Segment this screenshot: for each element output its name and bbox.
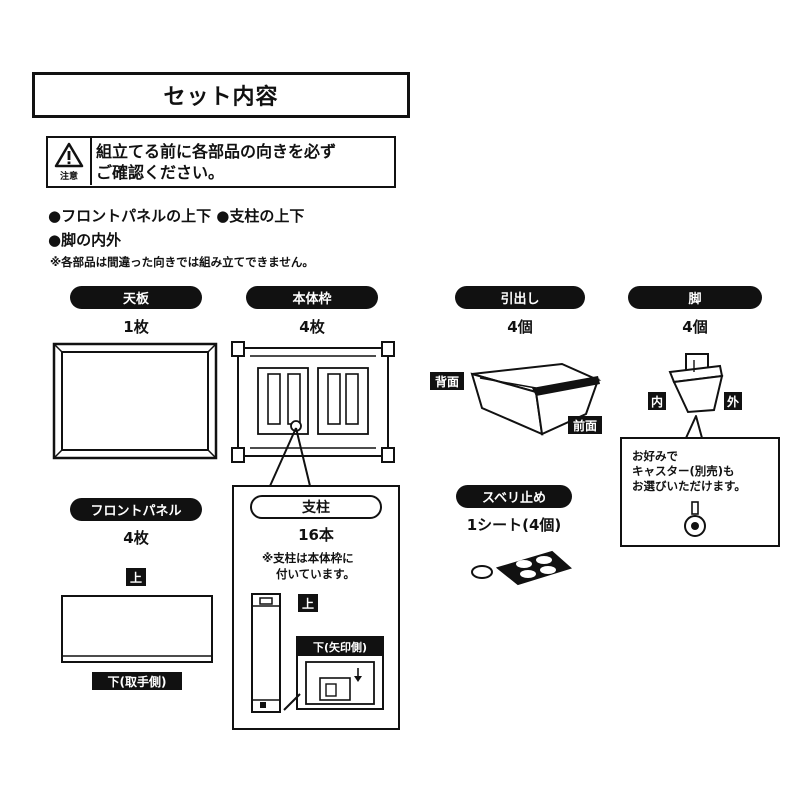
pillar-note-1: ※支柱は本体枠に	[262, 551, 354, 565]
caster-icon	[684, 501, 706, 537]
pillar-detail-connector	[283, 693, 301, 711]
leg-qty: 4個	[682, 318, 708, 336]
body-frame-qty: 4枚	[299, 318, 325, 336]
front-panel-qty: 4枚	[123, 529, 149, 547]
caster-note-text: お好みで キャスター(別売)も お選びいただけます。	[632, 449, 777, 494]
caution-line-1: 組立てる前に各部品の向きを必ず	[96, 142, 337, 161]
front-panel-bottom-tag: 下(取手側)	[92, 672, 182, 690]
leg-label: 脚	[628, 286, 762, 309]
pillar-label: 支柱	[250, 495, 382, 519]
page-title: セット内容	[32, 72, 410, 118]
bullet-line-2: ●脚の内外	[48, 231, 122, 249]
caution-box: 注意 組立てる前に各部品の向きを必ず ご確認ください。	[46, 136, 396, 188]
body-frame-illustration	[231, 341, 395, 463]
slip-stop-qty: 1シート(4個)	[466, 516, 562, 534]
caster-note-line-2: キャスター(別売)も	[632, 464, 735, 478]
caution-line-2: ご確認ください。	[96, 163, 225, 182]
leg-outer-tag: 外	[724, 392, 742, 410]
bullet-line-1: ●フロントパネルの上下 ●支柱の上下	[48, 207, 305, 225]
body-frame-label: 本体枠	[246, 286, 378, 309]
slip-stop-label: スベリ止め	[456, 485, 572, 508]
pillar-detail-illustration	[305, 661, 375, 705]
bullet-note: ※各部品は間違った向きでは組み立てできません。	[50, 255, 314, 269]
pillar-note-2: 付いています。	[276, 567, 356, 581]
drawer-label: 引出し	[455, 286, 585, 309]
warning-triangle-icon	[54, 142, 84, 167]
pillar-illustration	[251, 593, 281, 713]
drawer-back-tag: 背面	[430, 372, 464, 390]
pillar-qty: 16本	[298, 526, 334, 544]
pillar-top-tag: 上	[298, 594, 318, 612]
top-board-qty: 1枚	[123, 318, 149, 336]
leg-illustration	[668, 353, 724, 414]
pillar-callout-lines	[269, 427, 311, 487]
front-panel-top-tag: 上	[126, 568, 146, 586]
drawer-front-tag: 前面	[568, 416, 602, 434]
caution-message: 組立てる前に各部品の向きを必ず ご確認ください。	[96, 141, 394, 183]
warning-label: 注意	[59, 171, 78, 182]
pillar-bottom-tag: 下(矢印側)	[298, 638, 382, 656]
leg-inner-tag: 内	[648, 392, 666, 410]
slip-stop-illustration	[471, 550, 572, 586]
warning-section: 注意	[48, 138, 92, 185]
front-panel-label: フロントパネル	[70, 498, 202, 521]
top-board-illustration	[52, 342, 218, 460]
drawer-illustration	[470, 362, 602, 436]
caster-note-line-1: お好みで	[632, 449, 678, 463]
caster-note-line-3: お選びいただけます。	[632, 479, 746, 493]
drawer-qty: 4個	[507, 318, 533, 336]
top-board-label: 天板	[70, 286, 202, 309]
front-panel-illustration	[61, 595, 213, 663]
